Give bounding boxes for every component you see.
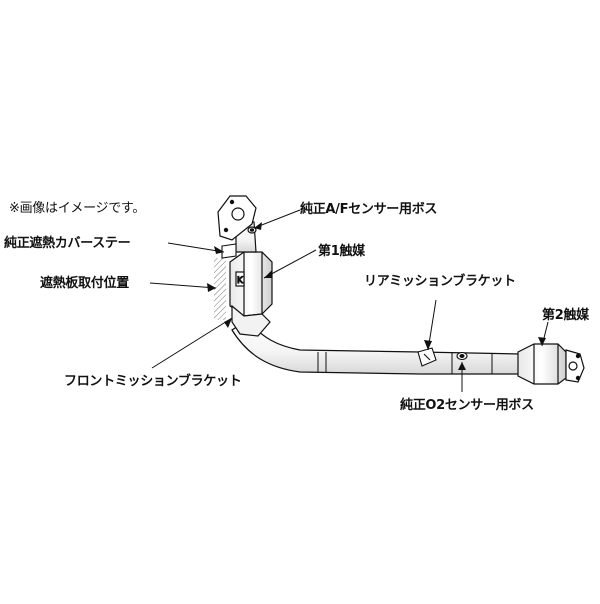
label-second-catalyst: 第2触媒	[542, 308, 589, 323]
label-first-catalyst: 第1触媒	[318, 244, 365, 259]
label-heat-cover-stay: 純正遮熱カバーステー	[4, 236, 131, 251]
heat-shield-area	[214, 258, 226, 320]
label-rear-mission-bracket: リアミッションブラケット	[364, 274, 516, 289]
o2-sensor-boss	[456, 351, 468, 361]
image-disclaimer: ※画像はイメージです。	[9, 201, 146, 216]
turbo-flange	[217, 195, 257, 253]
leader-arrowheads	[207, 222, 546, 370]
label-front-mission-bracket: フロントミッションブラケット	[64, 374, 242, 389]
rear-mission-bracket	[417, 347, 437, 367]
main-pipe	[231, 319, 521, 375]
second-catalyst	[517, 343, 585, 385]
heat-cover-stay	[221, 243, 237, 259]
label-af-sensor-boss: 純正A/Fセンサー用ボス	[300, 202, 438, 217]
leader-lines	[149, 209, 549, 392]
label-o2-sensor-boss: 純正O2センサー用ボス	[400, 398, 534, 413]
label-heat-plate-position: 遮熱板取付位置	[40, 276, 129, 291]
svg-text:K: K	[237, 276, 244, 286]
first-catalyst: K	[229, 251, 273, 337]
